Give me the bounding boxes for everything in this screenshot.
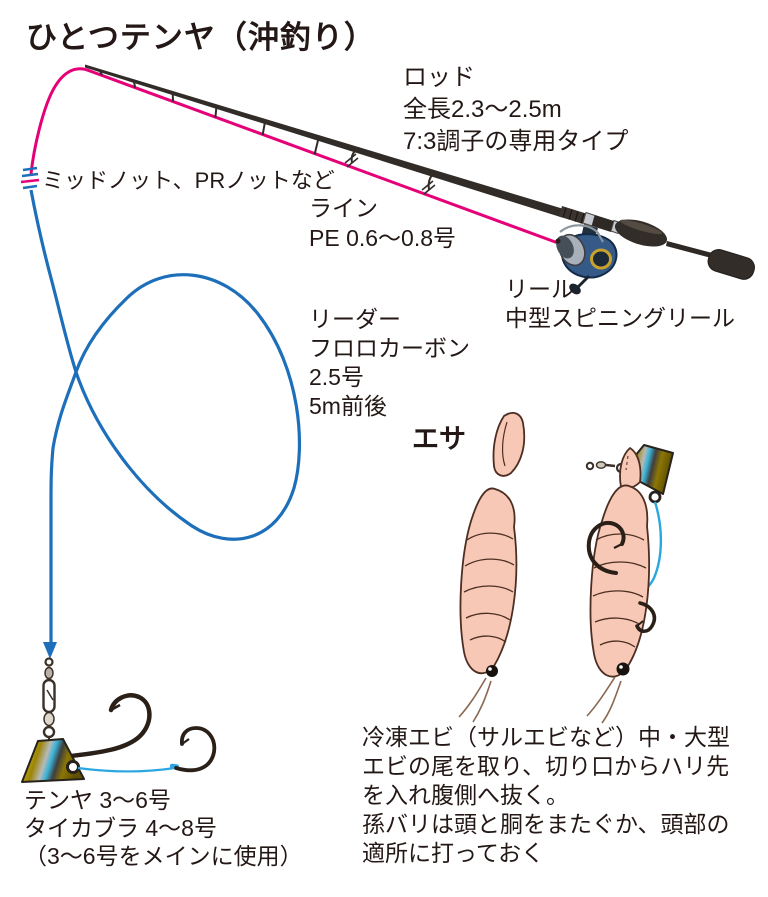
line-label-line: ライン [309,195,378,221]
leader-label-line: 2.5号 [309,364,364,390]
bait-note-line: エビの尾を取り、切り口からハリ先 [362,753,730,779]
reel-label-line: 中型スピニングリール [505,305,735,331]
leader-label-line: 5m前後 [309,393,387,419]
leader-arrow [43,642,57,659]
swivel-chain [42,657,56,742]
bait-note-line: 適所に打っておく [362,840,545,866]
reel-label-line: リール [505,276,574,302]
tenya-rig [21,657,217,783]
pe-line [29,67,559,245]
rod-label: ロッド 全長2.3〜2.5m 7:3調子の専用タイプ [403,62,628,158]
rod-illustration [85,64,562,218]
baited-assist-hook [635,601,657,634]
reel-label: リール 中型スピニングリール [505,275,735,333]
reel-illustration [555,224,618,295]
bait-note-line: 孫バリは頭と胴をまたぐか、頭部の [362,811,730,837]
bait-note: 冷凍エビ（サルエビなど）中・大型 エビの尾を取り、切り口からハリ先 を入れ腹側へ… [362,723,730,868]
leader-label-line: リーダー [309,306,401,332]
rod-handle [559,206,755,280]
assist-hook [174,726,217,773]
bait-note-line: を入れ腹側へ抜く。 [362,782,569,808]
rod-guides [98,69,438,195]
knot-label: ミッドノット、PRノットなど [42,168,335,193]
line-label-line: PE 0.6〜0.8号 [309,225,457,251]
tenya-label-line: テンヤ 3〜6号 [24,787,171,813]
leader-label-line: フロロカーボン [309,335,470,361]
bait-label: エサ [412,424,466,454]
line-label: ライン PE 0.6〜0.8号 [309,193,456,253]
leader-line [29,189,302,659]
rod-label-line: 全長2.3〜2.5m [403,96,562,123]
rod-label-line: 7:3調子の専用タイプ [403,128,629,155]
tenya-label: テンヤ 3〜6号 タイカブラ 4〜8号 （3〜6号をメインに使用） [24,786,303,870]
page-title: ひとつテンヤ（沖釣り） [26,20,376,55]
assist-line [77,766,176,773]
tenya-label-line: （3〜6号をメインに使用） [24,843,303,869]
shrimp-body [458,487,518,723]
tenya-label-line: タイカブラ 4〜8号 [24,815,217,841]
baited-main-hook [586,521,626,575]
baited-shrimp [585,444,674,724]
knot-marks [20,166,40,190]
main-hook [59,693,152,760]
bait-note-line: 冷凍エビ（サルエビなど）中・大型 [362,724,730,750]
tenya-eye [66,760,80,774]
rod-label-line: ロッド [403,64,475,91]
leader-label: リーダー フロロカーボン 2.5号 5m前後 [309,305,470,421]
shrimp-tail-piece [492,412,526,477]
